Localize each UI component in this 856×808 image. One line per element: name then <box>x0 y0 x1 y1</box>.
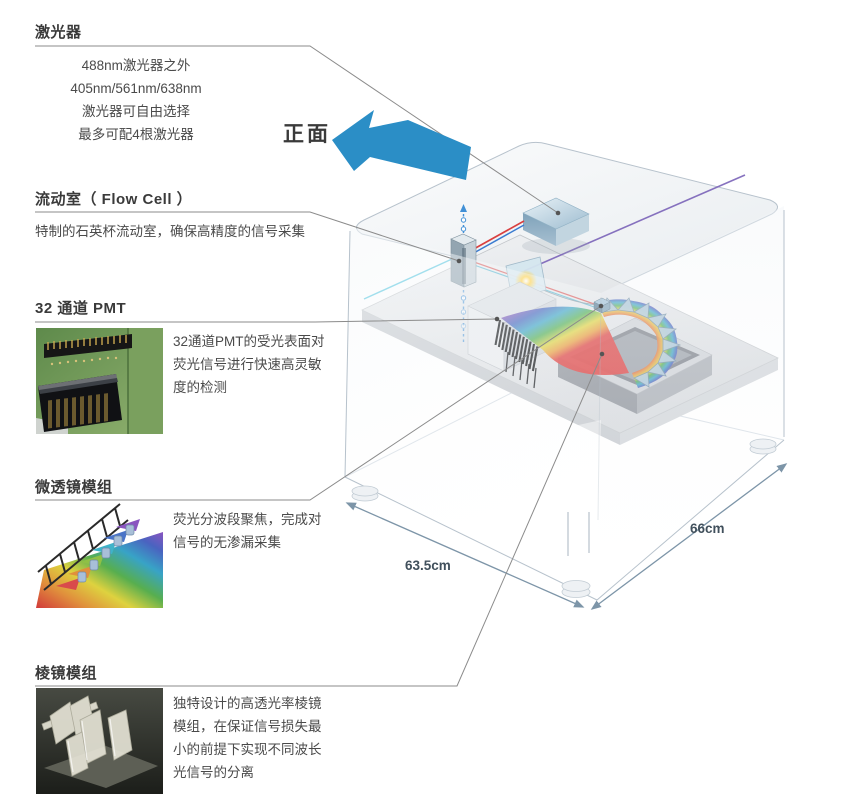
connector-prism <box>35 353 603 687</box>
prism-module-photo <box>36 688 163 794</box>
lens-arrows <box>56 519 140 590</box>
lens-rail <box>37 503 129 591</box>
front-label: 正面 <box>283 123 331 146</box>
case-feet <box>351 438 777 598</box>
connector-micro-lens <box>35 305 602 501</box>
connector-pmt <box>35 318 498 323</box>
dimension-depth-label: 63.5cm <box>405 558 451 573</box>
dimension-line-depth <box>345 502 585 608</box>
laser-line-4: 最多可配4根激光器 <box>78 127 194 142</box>
laser-description: 488nm激光器之外 405nm/561nm/638nm 激光器可自由选择 最多… <box>30 54 242 146</box>
dimension-side-label: 66cm <box>690 521 725 536</box>
section-title-flow-cell: 流动室（ Flow Cell ） <box>35 191 193 208</box>
label-connectors <box>35 45 603 687</box>
prism-description: 独特设计的高透光率棱镜模组，在保证信号损失最小的前提下实现不同波长光信号的分离 <box>173 696 322 780</box>
laser-line-2: 405nm/561nm/638nm <box>70 81 202 96</box>
front-direction-arrow <box>332 110 471 180</box>
section-title-pmt: 32 通道 PMT <box>35 300 127 317</box>
section-title-micro-lens: 微透镜模组 <box>35 479 113 496</box>
dimension-line-side <box>590 463 788 610</box>
connector-flow-cell <box>35 211 460 262</box>
connector-laser <box>35 45 559 214</box>
section-title-prism: 棱镜模组 <box>35 665 98 682</box>
flow-cell-description: 特制的石英杯流动室，确保高精度的信号采集 <box>35 224 305 239</box>
connector-dots <box>456 210 605 357</box>
laser-line-3: 激光器可自由选择 <box>82 104 190 119</box>
micro-lens-photo <box>36 502 163 608</box>
pmt-module-photo <box>36 328 163 434</box>
pmt-description: 32通道PMT的受光表面对荧光信号进行快速高灵敏度的检测 <box>173 334 325 395</box>
micro-lens-description: 荧光分波段聚焦，完成对信号的无渗漏采集 <box>173 512 322 550</box>
dimension-arrows <box>345 463 788 610</box>
cable-purple <box>523 174 746 272</box>
section-title-laser: 激光器 <box>35 24 82 41</box>
laser-line-1: 488nm激光器之外 <box>81 58 191 73</box>
